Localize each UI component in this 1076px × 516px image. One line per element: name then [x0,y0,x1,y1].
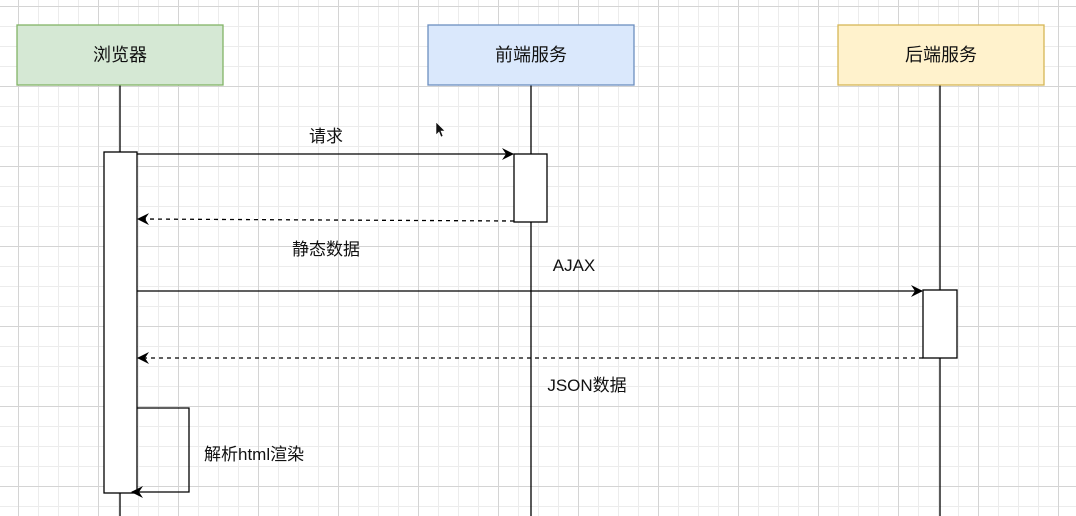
message-json-data-label: JSON数据 [547,376,626,395]
participant-backend-box [837,24,1045,86]
message-render-label: 解析html渲染 [204,445,304,464]
message-request-label: 请求 [309,127,343,146]
participant-browser-box [16,24,224,86]
message-render[interactable]: 解析html渲染 [131,407,304,498]
message-ajax-label: AJAX [553,256,596,275]
activation-backend [922,289,958,359]
message-request[interactable]: 请求 [137,127,514,160]
message-json-data[interactable]: JSON数据 [137,352,923,395]
message-render-arrow [131,407,190,498]
participant-backend[interactable]: 后端服务 [837,24,1045,86]
participant-frontend-label: 前端服务 [495,45,567,65]
message-ajax[interactable]: AJAX [137,256,923,297]
message-static-data-arrow [137,213,515,226]
activation-frontend [513,153,548,223]
participant-browser[interactable]: 浏览器 [16,24,224,86]
activation-browser [103,151,138,494]
mouse-cursor-icon [435,121,446,138]
participant-frontend-box [427,24,635,86]
participant-backend-label: 后端服务 [905,45,977,65]
message-static-data-label: 静态数据 [292,240,360,259]
participant-browser-label: 浏览器 [93,45,147,65]
participant-frontend[interactable]: 前端服务 [427,24,635,86]
message-static-data[interactable]: 静态数据 [137,213,515,259]
